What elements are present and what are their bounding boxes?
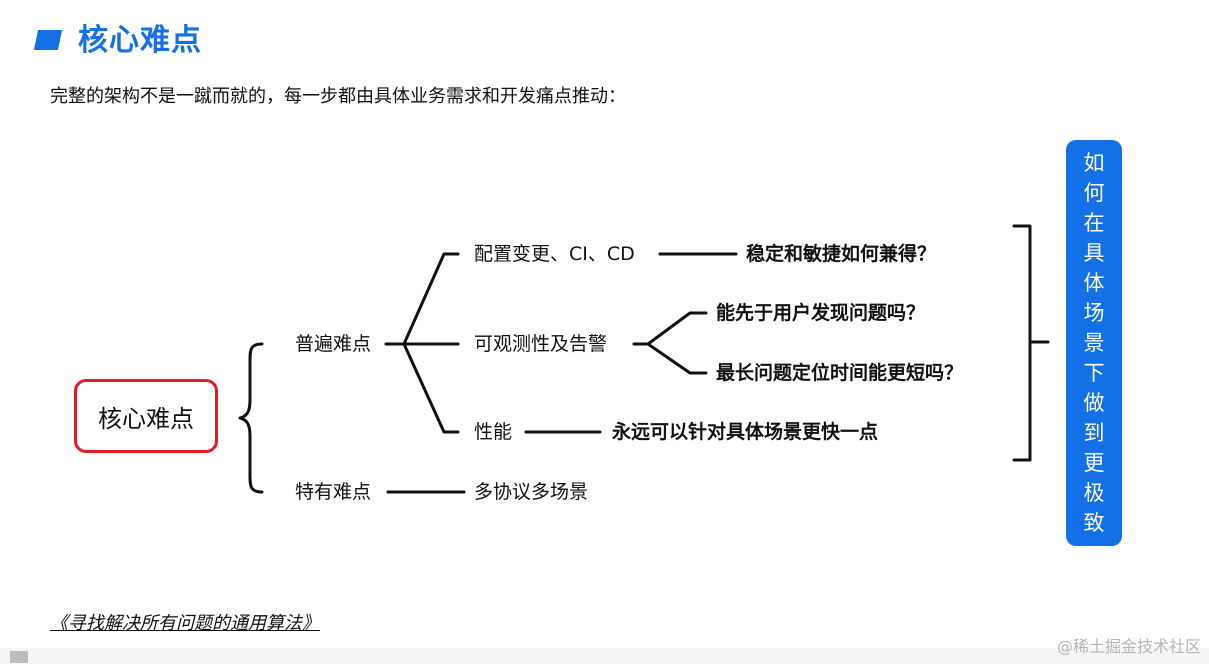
goal-char: 致 bbox=[1083, 511, 1105, 535]
goal-char: 景 bbox=[1083, 331, 1105, 355]
corner-logo-icon bbox=[10, 651, 28, 663]
outcome-stability-agility: 稳定和敏捷如何兼得？ bbox=[746, 243, 937, 265]
page-subtitle: 完整的架构不是一蹴而就的，每一步都由具体业务需求和开发痛点推动： bbox=[50, 86, 626, 107]
node-common-difficulties: 普遍难点 bbox=[295, 333, 372, 355]
goal-char: 具 bbox=[1083, 241, 1105, 265]
node-observability-alerting: 可观测性及告警 bbox=[474, 333, 608, 355]
outcome-detect-before-users: 能先于用户发现问题吗？ bbox=[716, 302, 926, 324]
connector-common-to-config bbox=[402, 252, 460, 346]
footer-bar bbox=[0, 648, 1209, 664]
watermark: @稀土掘金技术社区 bbox=[1056, 637, 1201, 656]
goal-char: 何 bbox=[1083, 181, 1105, 205]
core-difficulty-box: 核心难点 bbox=[74, 379, 218, 453]
goal-char: 在 bbox=[1083, 211, 1105, 235]
outcome-shorter-locate-time: 最长问题定位时间能更短吗？ bbox=[716, 362, 964, 384]
goal-char: 极 bbox=[1083, 481, 1105, 505]
goal-char: 做 bbox=[1083, 391, 1105, 415]
connector-common-to-performance bbox=[402, 342, 460, 434]
connector-obs-to-outcome-1 bbox=[646, 311, 708, 346]
connector-obs-to-outcome-2 bbox=[646, 342, 708, 375]
root-brace bbox=[238, 342, 264, 494]
goal-char: 体 bbox=[1083, 271, 1105, 295]
right-bracket bbox=[1012, 224, 1032, 462]
page-title: 核心难点 bbox=[78, 23, 202, 58]
node-performance: 性能 bbox=[474, 421, 513, 443]
footer-algorithm-link[interactable]: 《寻找解决所有问题的通用算法》 bbox=[50, 613, 320, 634]
outcome-always-faster: 永远可以针对具体场景更快一点 bbox=[612, 421, 879, 443]
goal-char: 场 bbox=[1083, 301, 1105, 325]
node-specific-difficulties: 特有难点 bbox=[295, 481, 372, 503]
goal-char: 到 bbox=[1083, 421, 1105, 445]
node-config-change-ci-cd: 配置变更、CI、CD bbox=[474, 243, 635, 265]
goal-char: 更 bbox=[1083, 451, 1105, 475]
goal-char: 下 bbox=[1083, 361, 1105, 385]
node-multi-protocol: 多协议多场景 bbox=[474, 481, 589, 503]
goal-vertical-box: 如何在具体场景下做到更极致 bbox=[1066, 140, 1122, 546]
goal-char: 如 bbox=[1083, 151, 1105, 175]
